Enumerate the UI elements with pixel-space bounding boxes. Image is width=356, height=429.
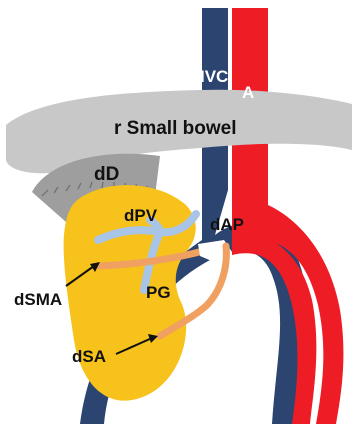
pancreas-graft-label: PG xyxy=(146,283,171,302)
aorta-label: A xyxy=(242,83,254,102)
duodenum-label: dD xyxy=(94,164,119,185)
small-bowel-label: r Small bowel xyxy=(114,118,236,139)
portal-vein-label: dPV xyxy=(124,206,158,225)
sma-label: dSMA xyxy=(14,290,62,309)
aortic-patch-label: dAP xyxy=(210,215,244,234)
splenic-artery-label: dSA xyxy=(72,347,106,366)
ivc-label: IVC xyxy=(200,67,228,86)
